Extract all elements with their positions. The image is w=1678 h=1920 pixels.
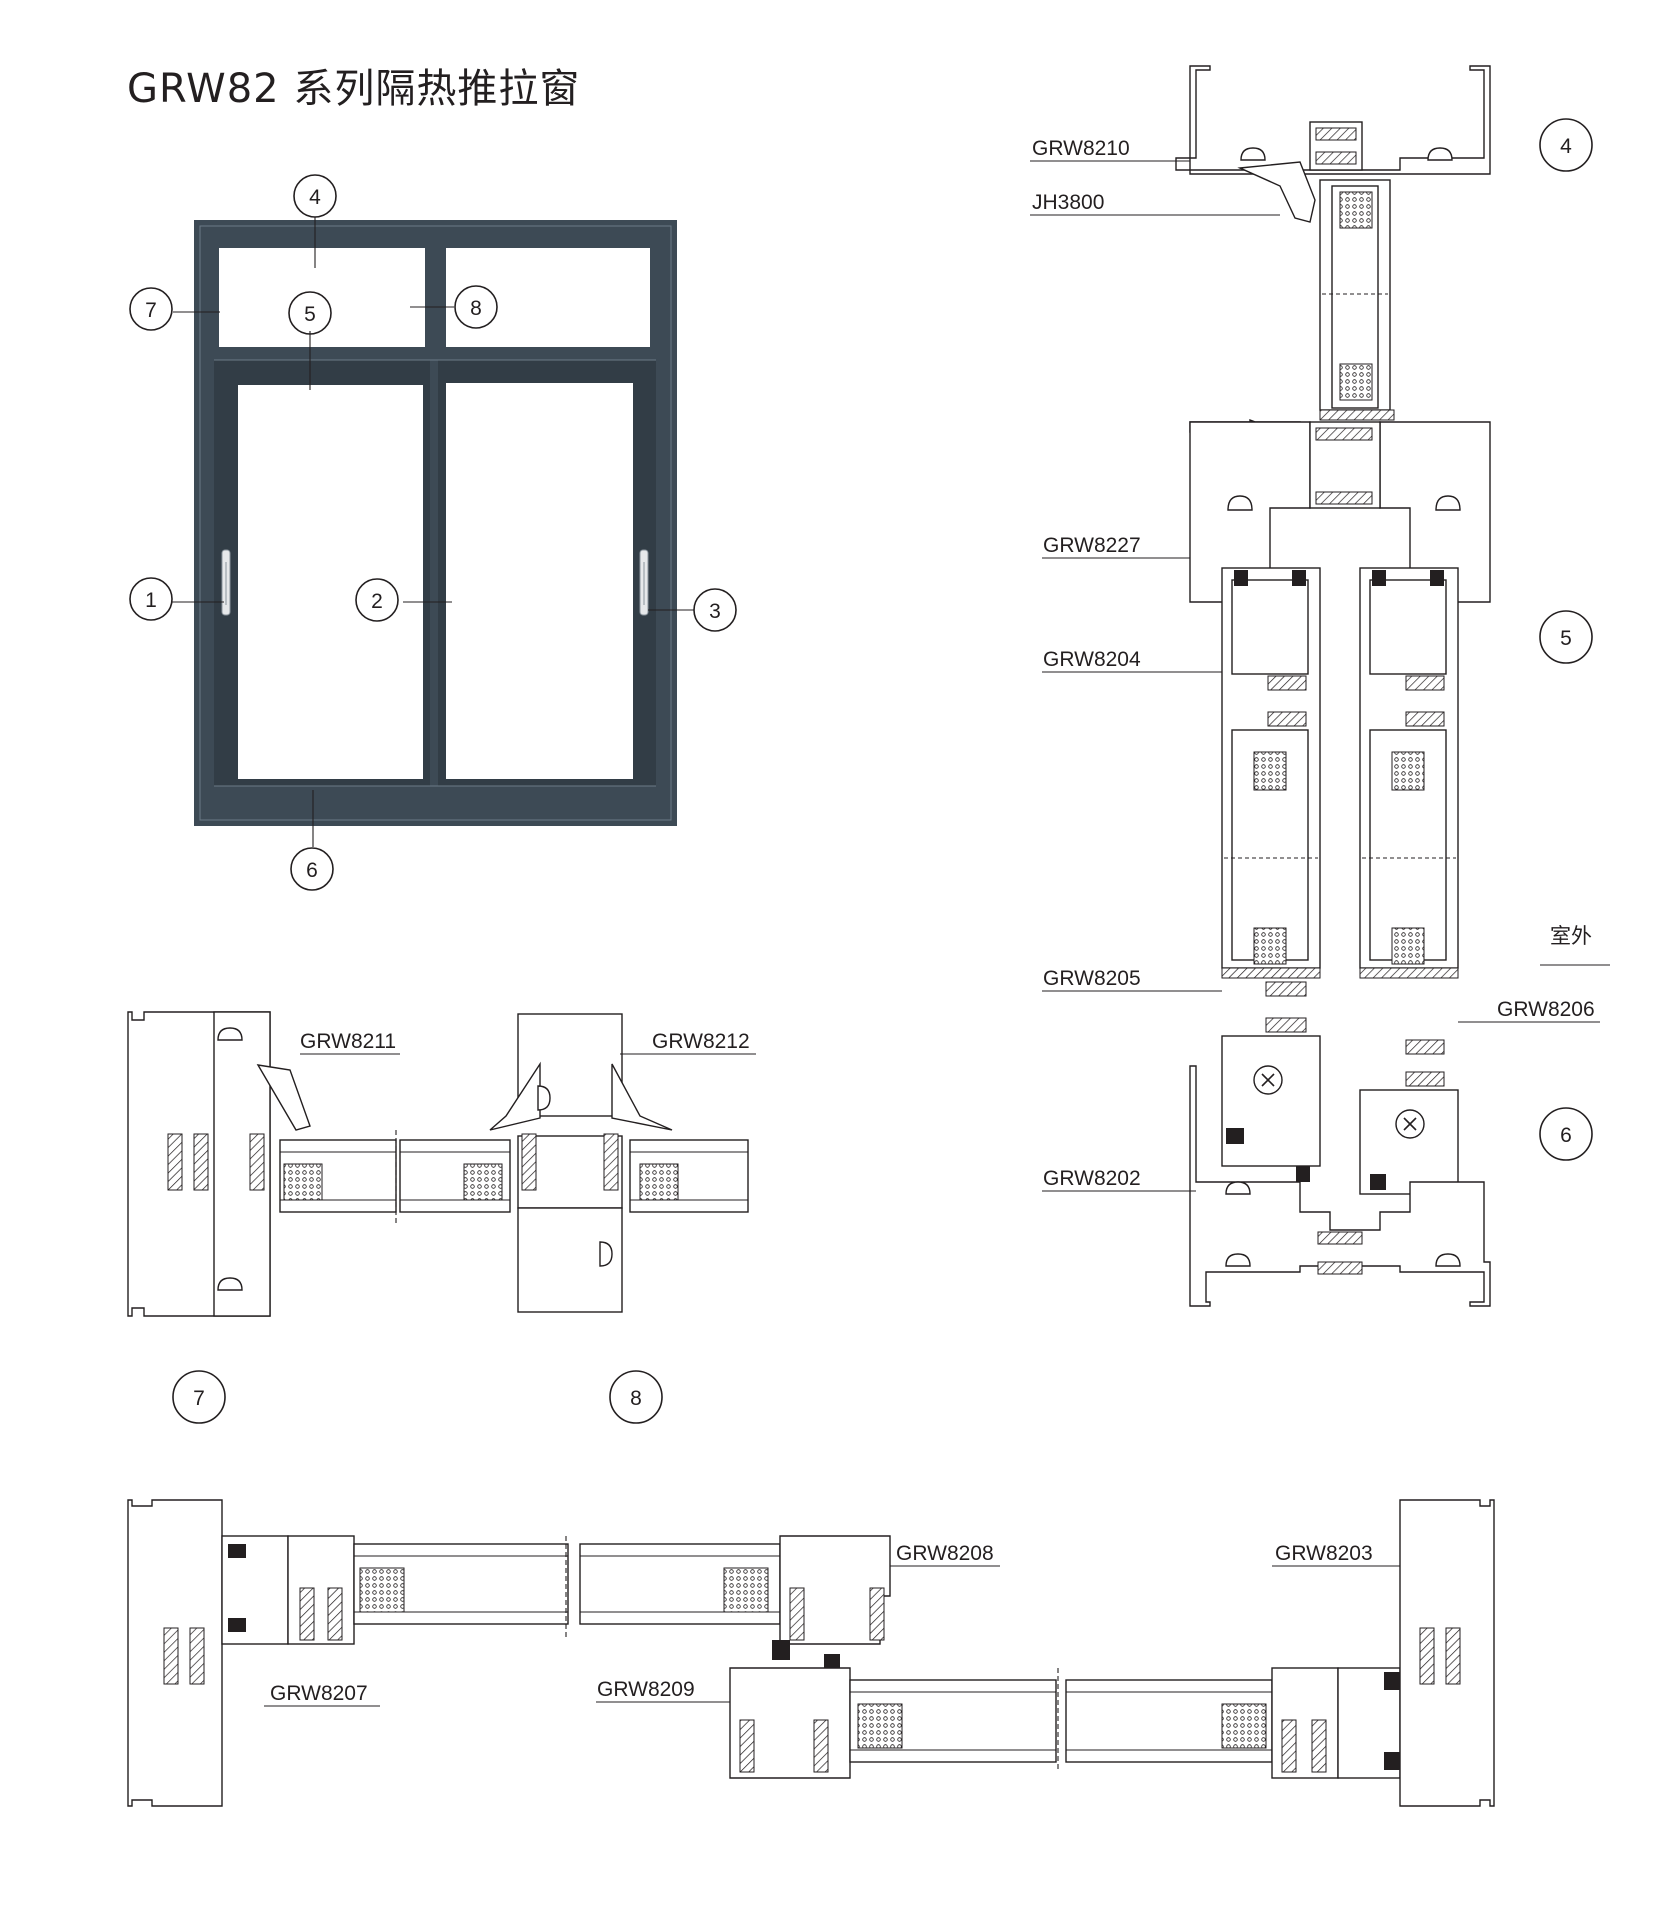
- sash-pane-left: [238, 385, 423, 779]
- svg-text:4: 4: [1560, 135, 1572, 158]
- vertical-section: [1175, 65, 1491, 1307]
- vertical-section-labels: GRW8210 JH3800 GRW8227 GRW8204 GRW8205 G…: [1030, 118, 1610, 1192]
- label-GRW8211: GRW8211: [300, 1030, 396, 1053]
- page-title: GRW82 系列隔热推拉窗: [127, 66, 581, 112]
- callout-7: 7: [129, 287, 173, 331]
- svg-text:6: 6: [1560, 1124, 1572, 1147]
- label-GRW8203: GRW8203: [1275, 1542, 1373, 1565]
- label-GRW8212: GRW8212: [652, 1030, 750, 1053]
- horizontal-section-bottom: GRW8207 GRW8208 GRW8209 GRW8203: [127, 1499, 1495, 1807]
- label-GRW8208: GRW8208: [896, 1542, 994, 1565]
- section-marker-5: 5: [1539, 610, 1593, 664]
- svg-text:5: 5: [304, 303, 316, 326]
- sash-pane-right: [446, 383, 633, 779]
- section-marker-6: 6: [1539, 1107, 1593, 1161]
- svg-text:4: 4: [309, 186, 321, 209]
- svg-text:3: 3: [709, 600, 721, 623]
- svg-text:5: 5: [1560, 627, 1572, 650]
- section-marker-8: 8: [609, 1370, 663, 1424]
- label-GRW8206: GRW8206: [1497, 998, 1595, 1021]
- label-GRW8227: GRW8227: [1043, 534, 1141, 557]
- label-outdoor: 室外: [1550, 925, 1592, 948]
- callout-6: 6: [290, 847, 334, 891]
- label-GRW8204: GRW8204: [1043, 648, 1141, 671]
- label-JH3800: JH3800: [1032, 191, 1104, 214]
- svg-text:6: 6: [306, 859, 318, 882]
- section-marker-4: 4: [1539, 118, 1593, 172]
- svg-text:1: 1: [145, 589, 157, 612]
- transom-pane-left: [219, 248, 425, 347]
- label-GRW8207: GRW8207: [270, 1682, 368, 1705]
- label-GRW8210: GRW8210: [1032, 137, 1130, 160]
- label-GRW8209: GRW8209: [597, 1678, 695, 1701]
- callout-3: 3: [693, 588, 737, 632]
- horizontal-section-7-8: GRW8211 GRW8212 7 8: [127, 1011, 756, 1424]
- transom-pane-right: [446, 248, 650, 347]
- section-marker-7: 7: [172, 1370, 226, 1424]
- callout-8: 8: [454, 285, 498, 329]
- callout-1: 1: [129, 577, 173, 621]
- svg-text:7: 7: [193, 1387, 205, 1410]
- label-GRW8205: GRW8205: [1043, 967, 1141, 990]
- window-elevation: 4 7 5 8 1 2 3 6: [129, 174, 737, 891]
- callout-2: 2: [355, 578, 399, 622]
- callout-5: 5: [288, 291, 332, 335]
- svg-text:7: 7: [145, 299, 157, 322]
- svg-text:2: 2: [371, 590, 383, 613]
- callout-4: 4: [293, 174, 337, 218]
- svg-text:8: 8: [470, 297, 482, 320]
- label-GRW8202: GRW8202: [1043, 1167, 1141, 1190]
- svg-text:8: 8: [630, 1387, 642, 1410]
